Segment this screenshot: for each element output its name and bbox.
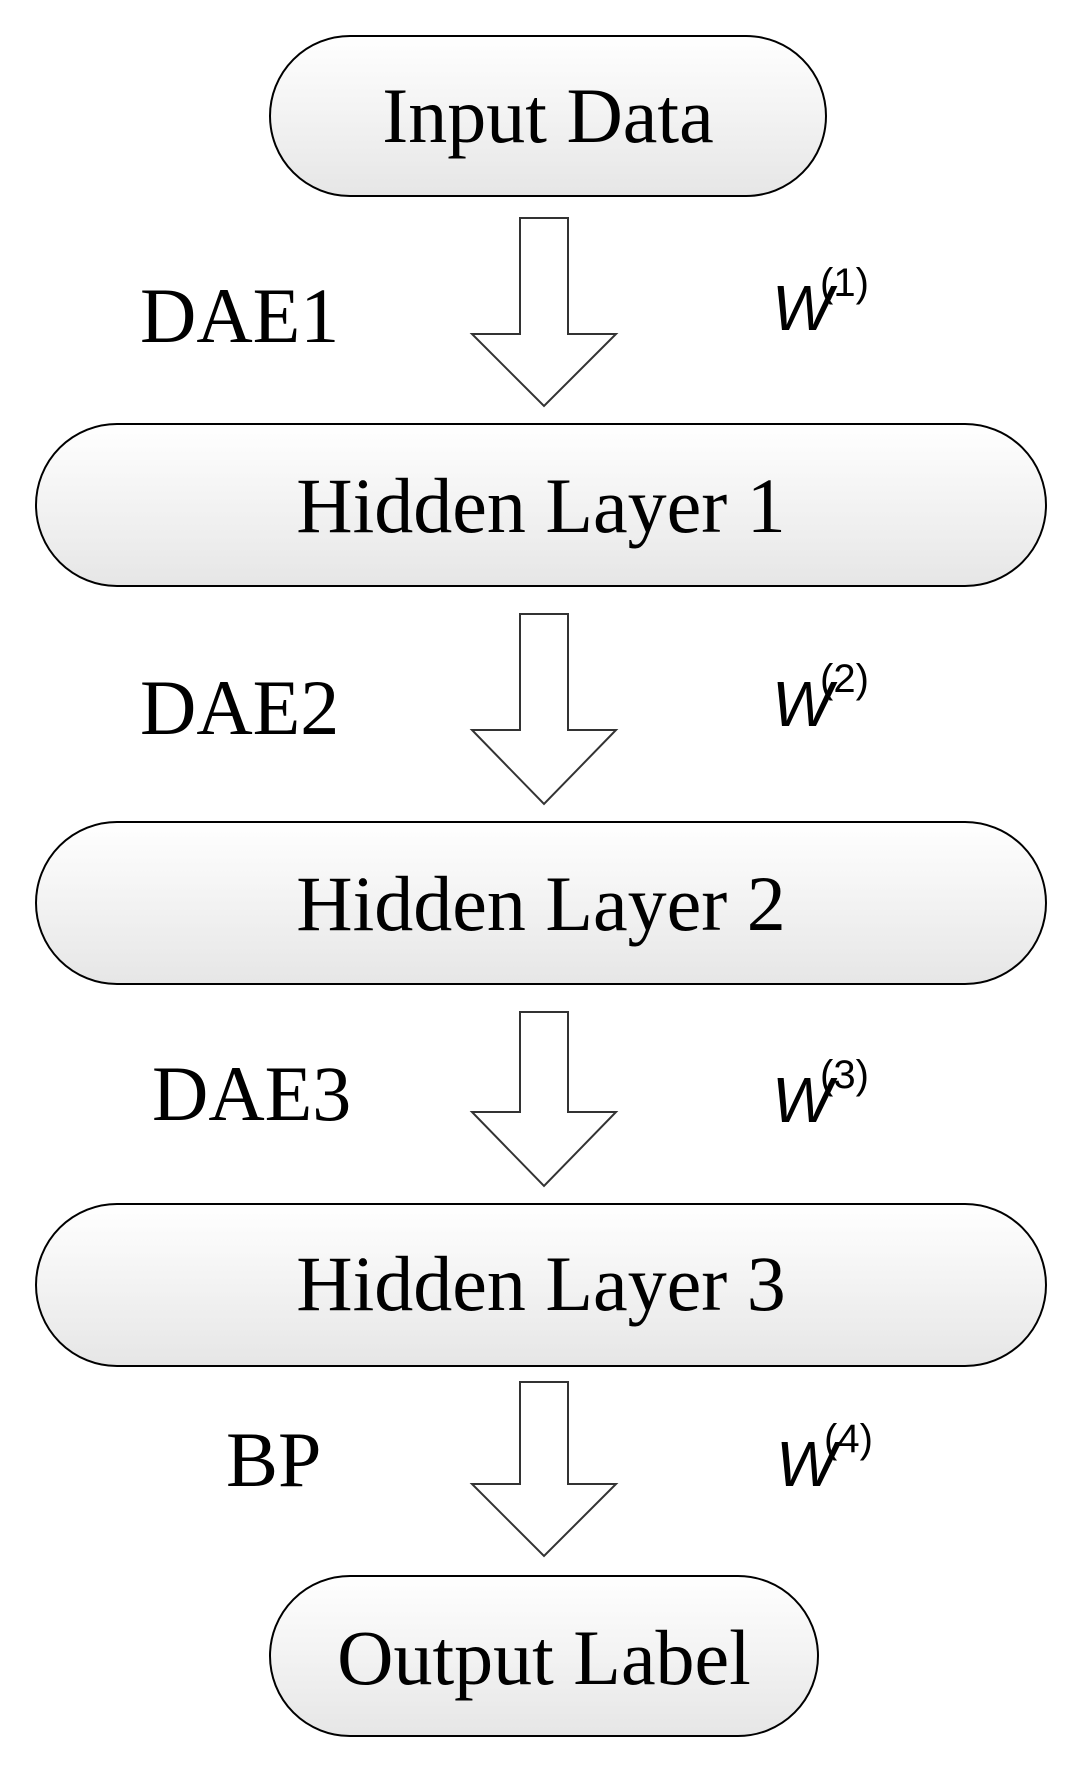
weight-w1-index: (1) <box>820 261 869 305</box>
weight-w3: W (3) <box>772 1053 869 1136</box>
weight-w1-symbol: W <box>772 272 838 344</box>
node-output-label: Output Label <box>269 1575 819 1737</box>
weight-w1: W (1) <box>772 261 869 344</box>
down-arrow-icon <box>469 1381 619 1558</box>
step-dae1-label: DAE1 <box>140 272 339 359</box>
step-dae2-label: DAE2 <box>140 664 339 751</box>
down-arrow-icon <box>469 217 619 408</box>
node-input-data-label: Input Data <box>382 72 713 159</box>
weight-w4: W (4) <box>776 1417 873 1500</box>
weight-w2-index: (2) <box>820 657 869 701</box>
arrow-dae2: DAE2 W (2) <box>140 613 869 806</box>
node-hidden-layer-3-label: Hidden Layer 3 <box>296 1240 785 1327</box>
weight-w3-symbol: W <box>772 1064 838 1136</box>
arrow-dae1: DAE1 W (1) <box>140 217 869 408</box>
arrow-bp: BP W (4) <box>226 1381 873 1558</box>
node-output-label-shape <box>269 1575 819 1737</box>
node-hidden-layer-1-label: Hidden Layer 1 <box>296 462 785 549</box>
arrow-dae3: DAE3 W (3) <box>152 1011 869 1188</box>
weight-w4-index: (4) <box>824 1417 873 1461</box>
down-arrow-icon <box>469 613 619 806</box>
node-hidden-layer-1-shape <box>35 423 1047 587</box>
weight-w3-index: (3) <box>820 1053 869 1097</box>
step-bp-label: BP <box>226 1416 321 1503</box>
node-hidden-layer-2-shape <box>35 821 1047 985</box>
node-hidden-layer-2: Hidden Layer 2 <box>35 821 1047 985</box>
node-hidden-layer-3: Hidden Layer 3 <box>35 1203 1047 1367</box>
weight-w2: W (2) <box>772 657 869 740</box>
step-dae3-label: DAE3 <box>152 1050 351 1137</box>
node-hidden-layer-1: Hidden Layer 1 <box>35 423 1047 587</box>
weight-w2-symbol: W <box>772 668 838 740</box>
node-input-data-shape <box>269 35 827 197</box>
node-output-label-label: Output Label <box>337 1614 751 1701</box>
node-input-data: Input Data <box>269 35 827 197</box>
down-arrow-icon <box>469 1011 619 1188</box>
weight-w4-symbol: W <box>776 1428 842 1500</box>
node-hidden-layer-3-shape <box>35 1203 1047 1367</box>
node-hidden-layer-2-label: Hidden Layer 2 <box>296 860 785 947</box>
